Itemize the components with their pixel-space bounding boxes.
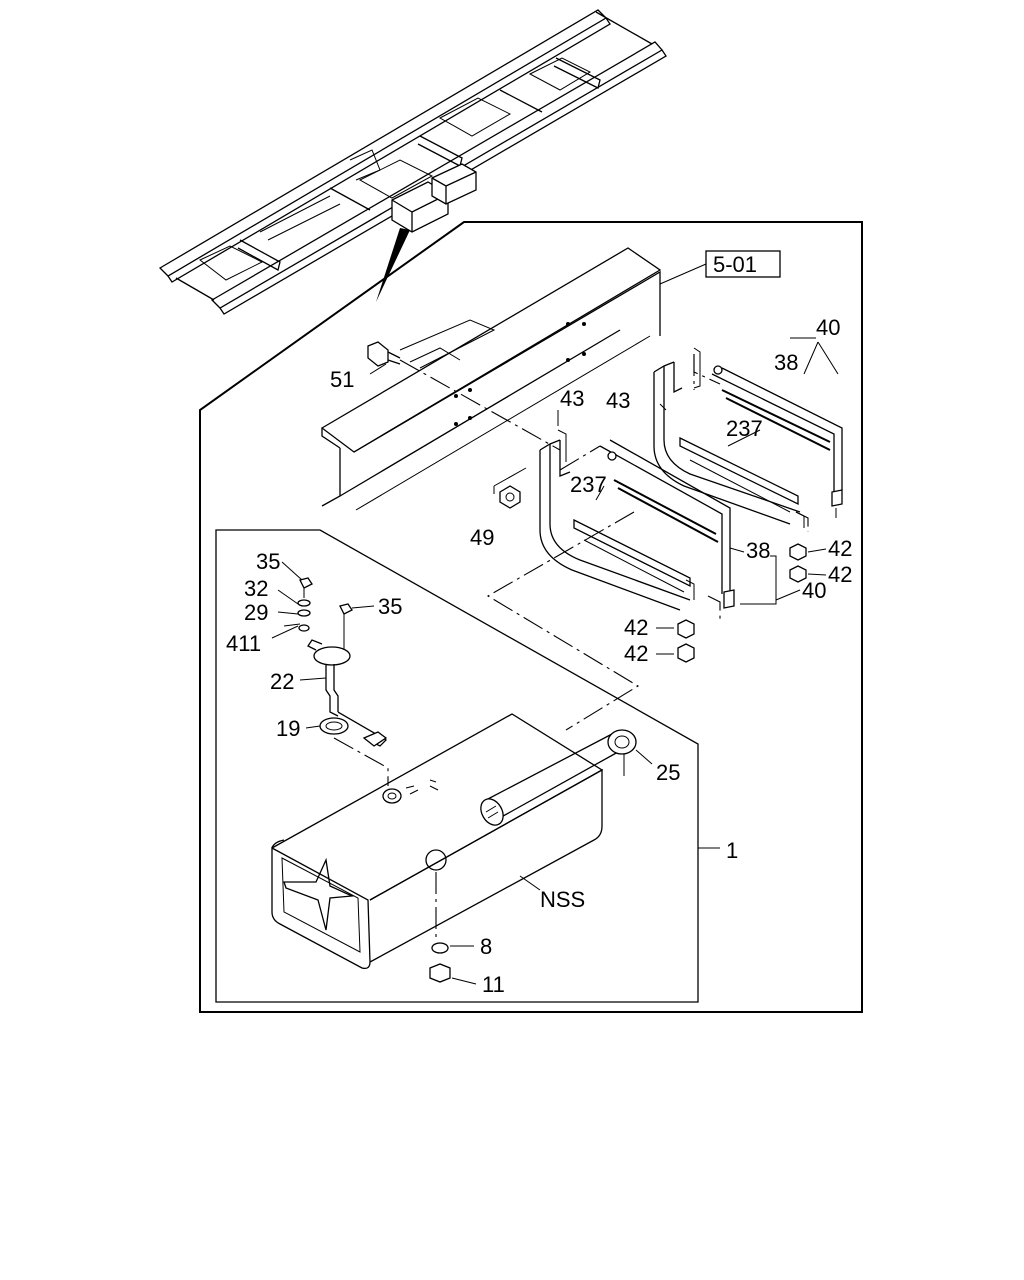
reference-box <box>659 250 781 285</box>
label-42-b: 42 <box>828 562 852 587</box>
label-38-top: 38 <box>774 350 798 375</box>
detail-frame <box>199 221 863 1013</box>
label-32: 32 <box>244 576 268 601</box>
fuel-tank <box>271 713 637 983</box>
label-42-c: 42 <box>624 615 648 640</box>
label-237-left: 237 <box>570 472 607 497</box>
label-35-top: 35 <box>256 549 280 574</box>
label-42-d: 42 <box>624 641 648 666</box>
label-237-right: 237 <box>726 416 763 441</box>
label-11: 11 <box>482 972 505 997</box>
bolt-51 <box>367 341 561 451</box>
label-1: 1 <box>726 838 738 863</box>
bracket-front <box>539 429 735 611</box>
nut-49 <box>493 467 527 509</box>
label-38-lower: 38 <box>746 538 770 563</box>
label-43-right: 43 <box>606 388 630 413</box>
label-51: 51 <box>330 367 354 392</box>
label-49: 49 <box>470 525 494 550</box>
label-19: 19 <box>276 716 300 741</box>
label-411: 411 <box>226 631 261 656</box>
callout-dashes <box>693 354 809 620</box>
chassis-frame <box>158 9 667 315</box>
label-8: 8 <box>480 934 492 959</box>
label-22: 22 <box>270 669 294 694</box>
leader-lines <box>486 511 777 731</box>
label-40-lower: 40 <box>802 578 826 603</box>
label-leaders <box>271 337 839 985</box>
nuts-42 <box>677 543 807 663</box>
label-40-top: 40 <box>816 315 840 340</box>
label-25: 25 <box>656 760 680 785</box>
label-nss: NSS <box>540 887 585 912</box>
part-labels: 5-01 40 38 43 237 51 43 237 49 38 42 42 … <box>226 252 852 997</box>
label-43-left: 43 <box>560 386 584 411</box>
sender-unit <box>283 577 389 786</box>
bracket-rear <box>653 347 843 528</box>
label-42-a: 42 <box>828 536 852 561</box>
tank-frame <box>215 529 699 1003</box>
label-29: 29 <box>244 600 268 625</box>
label-35-right: 35 <box>378 594 402 619</box>
label-ref-box: 5-01 <box>713 252 757 277</box>
